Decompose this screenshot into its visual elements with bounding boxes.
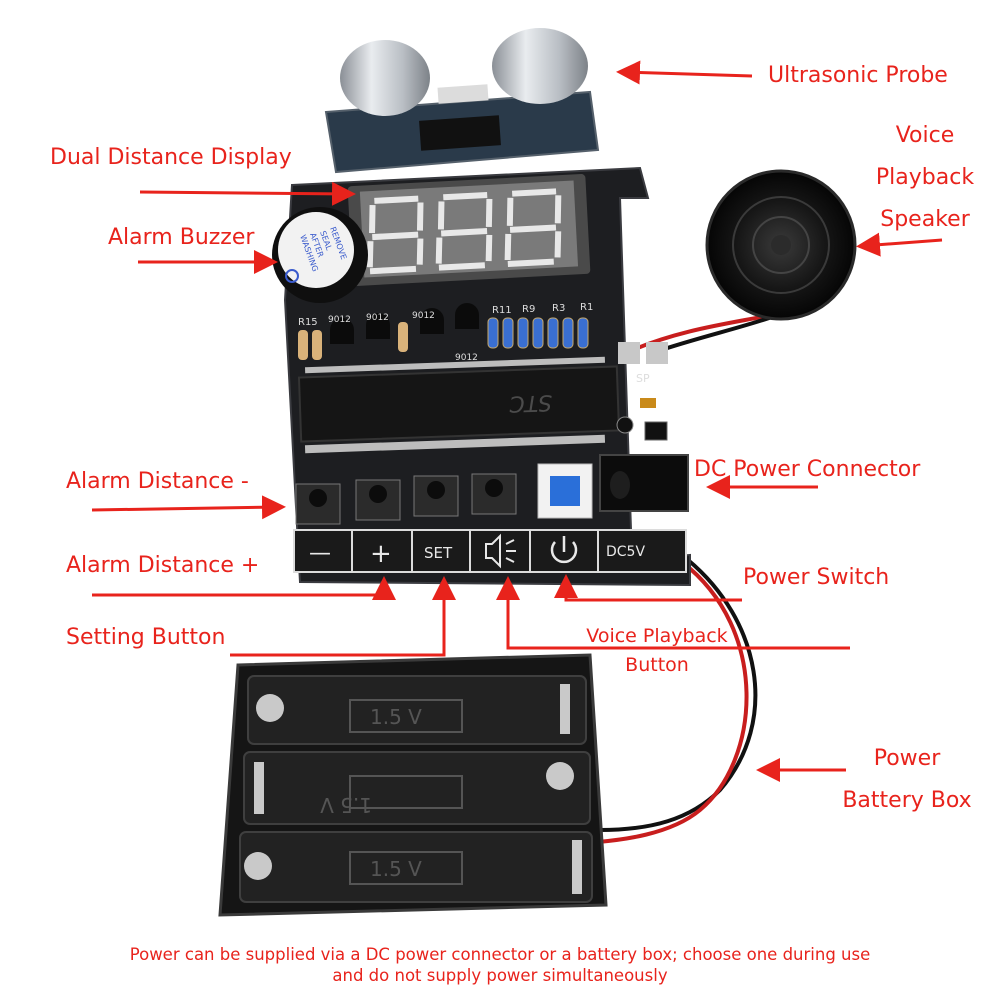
speaker — [705, 169, 857, 321]
label-speaker-line-1: Voice — [895, 123, 955, 148]
battery-wire-red — [597, 560, 749, 844]
alarm-buzzer: REMOVE SEAL AFTER WASHING — [272, 207, 368, 303]
label-setting-button: Setting Button — [66, 625, 226, 650]
arrow-power-switch — [554, 574, 742, 602]
footnote-line-1: Power can be supplied via a DC power con… — [129, 945, 871, 964]
resistor-label-r11: R11 — [492, 305, 512, 316]
transistor-label-2: 9012 — [366, 313, 389, 323]
arrow-display — [139, 181, 356, 206]
transistor-label-3: 9012 — [412, 311, 435, 321]
arrow-voice-playback — [496, 576, 850, 650]
button-label-dc5v: DC5V — [606, 544, 645, 560]
annotation-arrows — [91, 60, 943, 782]
label-dc-power-connector: DC Power Connector — [694, 457, 921, 482]
chip-brand: STC — [508, 389, 552, 415]
resistor-label-r1: R1 — [580, 302, 593, 313]
battery-cell-label-3: 1.5 V — [370, 857, 422, 881]
battery-cell-label-2: 1.5 V — [320, 793, 372, 817]
arrow-alarm-plus — [92, 576, 396, 600]
footnote: Power can be supplied via a DC power con… — [20, 944, 980, 987]
label-alarm-distance-minus: Alarm Distance - — [66, 469, 249, 494]
label-power-battery-box: Power Battery Box — [822, 738, 992, 822]
label-voice-button-line-2: Button — [625, 654, 689, 676]
label-battery-line-2: Battery Box — [842, 788, 972, 813]
speaker-pads: SP — [616, 342, 668, 441]
button-label-strip: — + SET DC5V — [293, 529, 687, 573]
arrow-setting — [230, 576, 456, 657]
ultrasonic-probe — [324, 28, 600, 174]
dc-power-jack — [599, 454, 689, 512]
seven-segment-display — [347, 174, 591, 286]
button-label-set: SET — [424, 544, 453, 562]
power-switch — [537, 463, 593, 519]
battery-cell-label-1: 1.5 V — [370, 705, 422, 729]
transistor-label-4: 9012 — [455, 353, 478, 363]
battery-wire-black — [599, 558, 758, 832]
mcu-chip: STC — [297, 356, 621, 454]
label-voice-playback-speaker: Voice Playback Speaker — [860, 115, 990, 241]
label-speaker-line-2: Playback — [875, 165, 975, 190]
speaker-symbol-icon — [485, 533, 516, 569]
footnote-line-2: and do not supply power simultaneously — [332, 966, 668, 986]
power-symbol-icon — [550, 536, 578, 564]
arrow-speaker — [856, 232, 943, 257]
resistor-label-r9: R9 — [522, 304, 535, 315]
arrow-alarm-minus — [91, 495, 286, 520]
label-voice-playback-button: Voice Playback Button — [566, 622, 748, 680]
label-speaker-line-3: Speaker — [880, 207, 970, 232]
battery-box: 1.5 V 1.5 V 1.5 V — [218, 653, 608, 917]
resistor-label-r3: R3 — [552, 303, 565, 314]
arrow-ultrasonic — [616, 60, 753, 85]
speaker-pad-label: SP — [636, 372, 650, 385]
resistor-label-r15: R15 — [298, 317, 318, 328]
label-dual-distance-display: Dual Distance Display — [50, 145, 292, 170]
tact-buttons — [295, 473, 517, 525]
button-label-minus: — — [309, 541, 331, 566]
label-voice-button-line-1: Voice Playback — [586, 625, 728, 647]
label-alarm-buzzer: Alarm Buzzer — [108, 225, 255, 250]
resistor-array: R11 R9 R3 R1 R15 9012 9012 9012 9012 — [298, 302, 593, 363]
transistor-label-1: 9012 — [328, 315, 351, 325]
label-battery-line-1: Power — [873, 746, 941, 771]
label-ultrasonic-probe: Ultrasonic Probe — [768, 63, 948, 88]
label-power-switch: Power Switch — [743, 565, 890, 590]
label-alarm-distance-plus: Alarm Distance + — [66, 553, 260, 578]
button-label-plus: + — [370, 539, 392, 569]
